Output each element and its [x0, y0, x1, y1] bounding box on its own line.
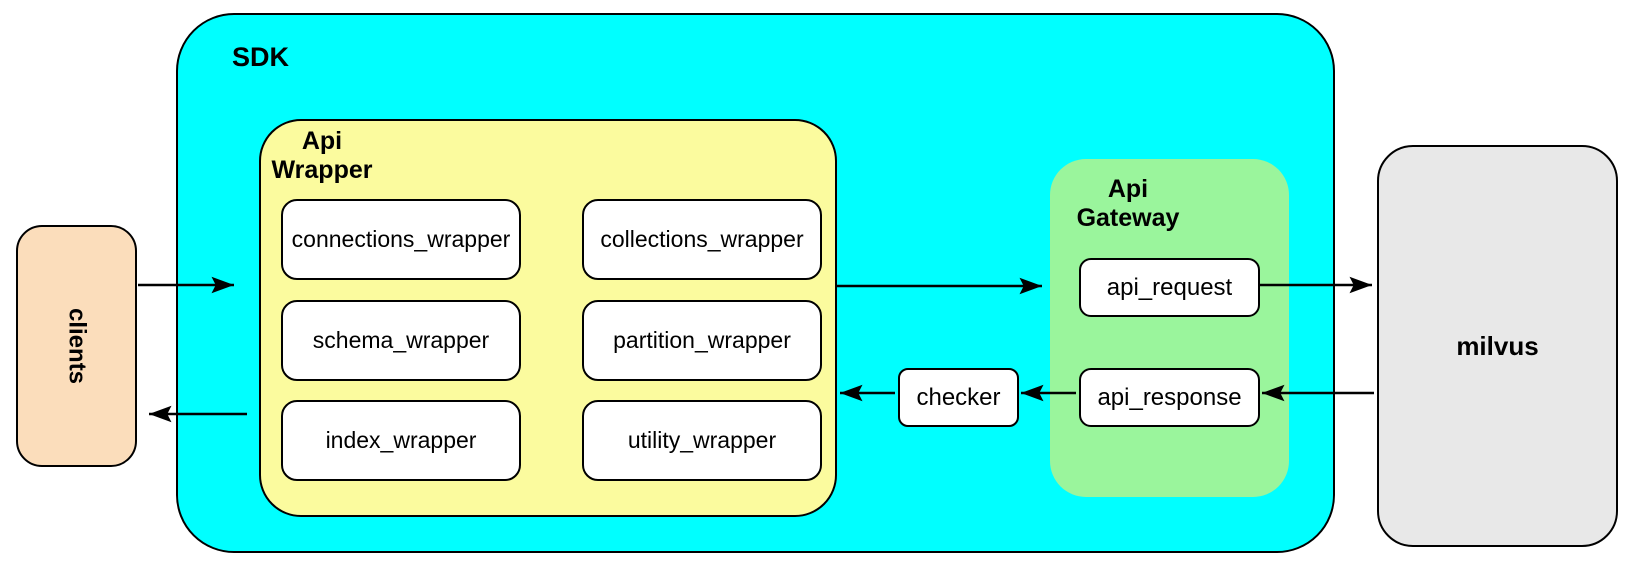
api-gateway-label: Api Gateway: [1076, 175, 1180, 232]
wrapper-box-utility: utility_wrapper: [582, 400, 822, 481]
clients-label: clients: [63, 307, 91, 385]
wrapper-box-label: schema_wrapper: [312, 327, 490, 353]
milvus-label: milvus: [1456, 330, 1539, 361]
wrapper-box-label: utility_wrapper: [627, 427, 777, 453]
milvus-node: milvus: [1377, 145, 1618, 547]
sdk-container: SDK Api Wrapper connections_wrapper coll…: [176, 13, 1335, 553]
checker-label: checker: [916, 383, 1001, 411]
wrapper-box-label: collections_wrapper: [600, 226, 804, 252]
wrapper-box-connections: connections_wrapper: [281, 199, 521, 280]
api-request-node: api_request: [1079, 258, 1260, 317]
api-response-label: api_response: [1097, 383, 1242, 411]
wrapper-box-label: connections_wrapper: [291, 226, 511, 252]
wrapper-box-label: index_wrapper: [325, 427, 477, 453]
api-response-node: api_response: [1079, 368, 1260, 427]
wrapper-box-schema: schema_wrapper: [281, 300, 521, 381]
api-wrapper-container: Api Wrapper connections_wrapper collecti…: [259, 119, 837, 517]
wrapper-box-collections: collections_wrapper: [582, 199, 822, 280]
checker-node: checker: [898, 368, 1019, 427]
sdk-label: SDK: [232, 42, 290, 72]
api-request-label: api_request: [1106, 273, 1233, 301]
clients-node: clients: [16, 225, 137, 467]
api-gateway-container: Api Gateway api_request api_response: [1050, 159, 1289, 497]
wrapper-box-index: index_wrapper: [281, 400, 521, 481]
wrapper-box-label: partition_wrapper: [613, 327, 791, 353]
api-wrapper-label: Api Wrapper: [271, 127, 373, 184]
wrapper-box-partition: partition_wrapper: [582, 300, 822, 381]
